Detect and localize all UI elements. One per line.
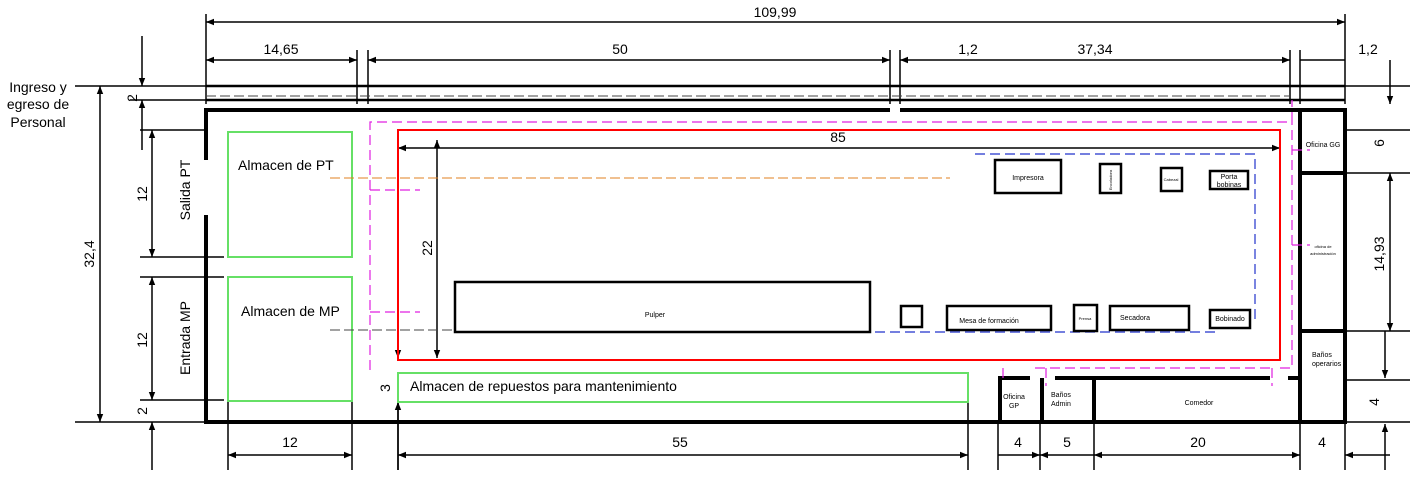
- banos-admin-label-1: Baños: [1051, 392, 1071, 399]
- dim-right-2: 14,93: [1371, 236, 1387, 271]
- almacen-repuestos-label: Almacen de repuestos para mantenimiento: [410, 378, 677, 394]
- bobinado-label: Bobinado: [1215, 316, 1245, 323]
- dim-production-length: 85: [830, 129, 846, 145]
- dim-bottom-3: 4: [1014, 434, 1022, 450]
- cabezal-box: [1159, 166, 1184, 193]
- comedor-label: Comedor: [1185, 400, 1214, 407]
- almacen-pt-area: [227, 131, 353, 258]
- dim-repuestos-width: 3: [377, 384, 393, 392]
- dimension-lines: [96, 18, 1394, 470]
- oficina-gg-label: Oficina GG: [1306, 142, 1341, 149]
- encoladora-label: Encoladora: [1108, 169, 1113, 190]
- dim-bottom-2: 55: [672, 434, 688, 450]
- oficina-admin-label-1: oficina de: [1314, 244, 1332, 249]
- dim-production-width: 22: [419, 240, 435, 256]
- dim-top-1: 14,65: [263, 41, 298, 57]
- dim-bottom-1: 12: [282, 434, 298, 450]
- pulper-label: Pulper: [645, 312, 666, 319]
- dim-top-3: 1,2: [958, 41, 978, 57]
- dim-bottom-4: 5: [1063, 434, 1071, 450]
- banos-operarios-label-1: Baños: [1312, 352, 1332, 359]
- ingreso-label-1: Ingreso y: [9, 79, 67, 95]
- impresora-box: [993, 158, 1063, 195]
- secadora-box: [1108, 304, 1191, 332]
- dim-bottom-5: 20: [1190, 434, 1206, 450]
- oficina-admin-label-2: administración: [1310, 251, 1336, 256]
- oficina-gp-label-1: Oficina: [1003, 394, 1025, 401]
- dim-right-3: 4: [1366, 398, 1382, 406]
- porta-bobinas-box: [1208, 169, 1250, 191]
- secadora-label: Secadora: [1120, 315, 1150, 322]
- banos-operarios-label-2: operarios: [1312, 361, 1342, 368]
- encoladora-box: [1098, 162, 1123, 195]
- almacen-pt-label: Almacen de PT: [238, 157, 334, 173]
- prensa-label: Prensa: [1079, 316, 1092, 321]
- banos-admin-label-2: Admin: [1051, 401, 1071, 408]
- almacen-repuestos-area: [397, 372, 969, 403]
- almacen-mp-label: Almacen de MP: [241, 303, 340, 319]
- small-equipment-box: [899, 304, 924, 329]
- mesa-formacion-box: [945, 304, 1053, 332]
- oficina-gp-label-2: GP: [1009, 403, 1019, 410]
- dim-left-4: 2: [134, 407, 150, 415]
- entrada-mp-label: Entrada MP: [177, 301, 193, 375]
- dim-right-1: 6: [1371, 139, 1387, 147]
- dim-top-5: 1,2: [1358, 41, 1378, 57]
- dim-left-2: 12: [134, 186, 150, 202]
- dim-bottom-6: 4: [1318, 434, 1326, 450]
- machines: [453, 158, 1252, 334]
- porta-bobinas-label-1: Porta: [1221, 174, 1238, 181]
- dim-top-2: 50: [612, 41, 628, 57]
- bobinado-box: [1208, 308, 1252, 330]
- dim-top-4: 37,34: [1077, 41, 1112, 57]
- salida-pt-label: Salida PT: [177, 159, 193, 220]
- almacen-mp-area: [227, 276, 353, 402]
- dim-left-3: 12: [134, 332, 150, 348]
- ingreso-label-2: egreso de: [7, 96, 69, 112]
- personnel-corridor: [206, 84, 1345, 102]
- building-walls: [204, 108, 1347, 424]
- personnel-route: [369, 100, 1310, 386]
- impresora-label: Impresora: [1012, 175, 1044, 182]
- production-area: [397, 129, 1281, 361]
- mesa-formacion-label: Mesa de formación: [959, 318, 1019, 325]
- porta-bobinas-label-2: bobinas: [1217, 182, 1242, 189]
- prensa-box: [1072, 303, 1099, 333]
- dim-total-width: 32,4: [81, 240, 97, 267]
- pulper-box: [453, 280, 872, 334]
- dim-left-1: 2: [124, 94, 140, 102]
- ingreso-label-3: Personal: [10, 114, 65, 130]
- cabezal-label: Cabezal: [1164, 177, 1179, 182]
- dim-total-length: 109,99: [754, 4, 797, 20]
